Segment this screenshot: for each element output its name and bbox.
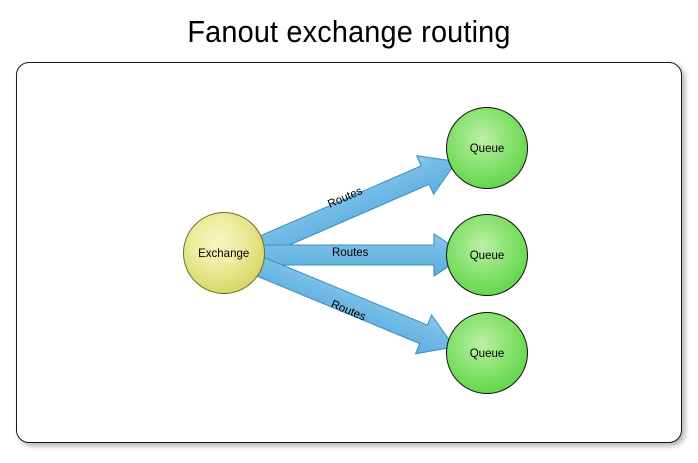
node-queue-bottom[interactable]: Queue: [446, 312, 528, 394]
edge-label-routes-middle: Routes: [332, 247, 369, 259]
node-queue-middle-label: Queue: [469, 248, 505, 262]
node-exchange-label: Exchange: [198, 246, 250, 260]
node-exchange[interactable]: Exchange: [183, 212, 265, 294]
node-queue-middle[interactable]: Queue: [446, 214, 528, 296]
page-title: Fanout exchange routing: [187, 14, 511, 49]
node-queue-bottom-label: Queue: [469, 346, 505, 360]
node-queue-top-label: Queue: [469, 141, 505, 155]
node-queue-top[interactable]: Queue: [446, 107, 528, 189]
